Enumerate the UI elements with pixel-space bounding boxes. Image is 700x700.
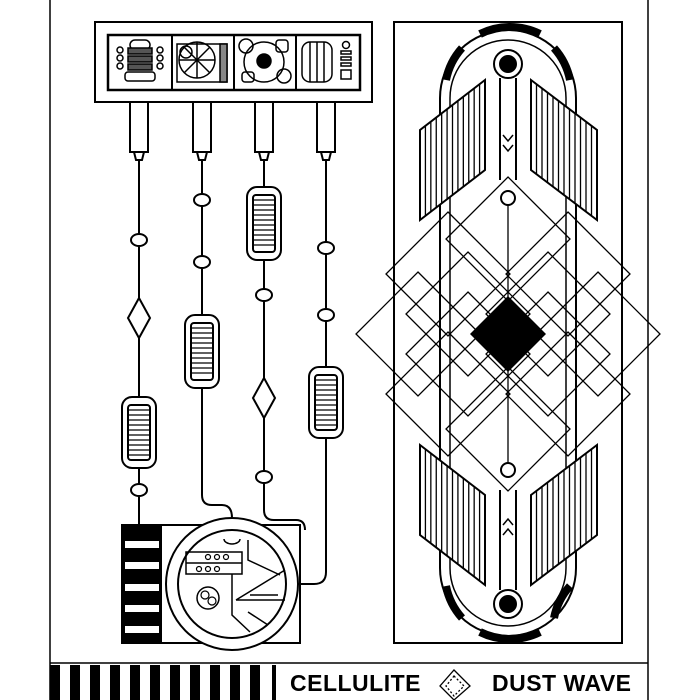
node-circle bbox=[255, 470, 273, 484]
module-icon-4 bbox=[301, 40, 352, 83]
lattice-diamond bbox=[355, 271, 481, 397]
node-capsule bbox=[121, 396, 157, 469]
pipe-nozzle bbox=[196, 151, 208, 161]
diamond-lattice bbox=[355, 176, 661, 492]
footer-stripe bbox=[210, 665, 220, 700]
footer-stripe bbox=[272, 665, 276, 700]
hatch-panel-bottom-left bbox=[419, 442, 486, 588]
node-diamond bbox=[251, 375, 277, 421]
node-capsule bbox=[184, 314, 220, 389]
footer-stripe bbox=[70, 665, 80, 700]
hatch-panel-bottom-right bbox=[530, 442, 598, 588]
capsule-inner bbox=[190, 322, 214, 381]
node-diamond bbox=[126, 295, 152, 341]
footer-label-right: DUST WAVE bbox=[492, 670, 632, 696]
node-circle bbox=[317, 241, 335, 255]
pipe bbox=[254, 101, 274, 153]
node-circle bbox=[193, 255, 211, 269]
node-circle bbox=[317, 308, 335, 322]
node-circle bbox=[130, 483, 148, 497]
footer-stripe bbox=[190, 665, 200, 700]
hatch-panel-top-right bbox=[530, 77, 598, 223]
right-panel bbox=[355, 21, 661, 644]
lattice-diamond bbox=[385, 211, 511, 337]
module-icon-1 bbox=[116, 39, 164, 82]
footer-stripe bbox=[170, 665, 180, 700]
node-capsule bbox=[246, 186, 282, 261]
footer-stripe bbox=[110, 665, 120, 700]
lattice-diamond bbox=[385, 331, 511, 457]
center-diamond bbox=[470, 296, 546, 372]
node-capsule bbox=[308, 366, 344, 439]
node-circle bbox=[193, 193, 211, 207]
node-circle bbox=[255, 288, 273, 302]
footer-stripe bbox=[50, 665, 60, 700]
pipe-nozzle bbox=[258, 151, 270, 161]
lattice-diamond bbox=[505, 211, 631, 337]
capsule-inner bbox=[252, 194, 276, 253]
pipe bbox=[129, 101, 149, 153]
node-circle bbox=[130, 233, 148, 247]
lattice-diamond bbox=[505, 331, 631, 457]
pipe bbox=[316, 101, 336, 153]
footer-stripe bbox=[90, 665, 100, 700]
wire bbox=[201, 160, 233, 519]
lattice-diamond bbox=[485, 251, 611, 377]
footer-stripe bbox=[250, 665, 260, 700]
footer-stripe bbox=[230, 665, 240, 700]
lattice-diamond bbox=[405, 251, 531, 377]
lattice-diamond bbox=[535, 271, 661, 397]
machine bbox=[121, 517, 301, 651]
wire bbox=[298, 160, 327, 585]
pipe-nozzle bbox=[133, 151, 145, 161]
lattice-diamond bbox=[445, 366, 571, 492]
module-icon-2 bbox=[176, 41, 228, 83]
footer-stripe bbox=[130, 665, 140, 700]
footer-stripes bbox=[50, 665, 276, 700]
signal-columns bbox=[121, 101, 344, 585]
diamond-ornament-icon bbox=[439, 669, 471, 700]
capsule-inner bbox=[127, 404, 151, 461]
footer-stripe bbox=[150, 665, 160, 700]
capsule-inner bbox=[314, 374, 338, 431]
wire bbox=[263, 160, 306, 531]
hatch-panel-top-left bbox=[419, 77, 486, 223]
control-panel bbox=[94, 21, 373, 103]
hatched-panels bbox=[419, 77, 598, 588]
pipe-nozzle bbox=[320, 151, 332, 161]
module-icon-3 bbox=[238, 38, 292, 84]
pipe bbox=[192, 101, 212, 153]
footer-label-left: CELLULITE bbox=[290, 670, 421, 696]
